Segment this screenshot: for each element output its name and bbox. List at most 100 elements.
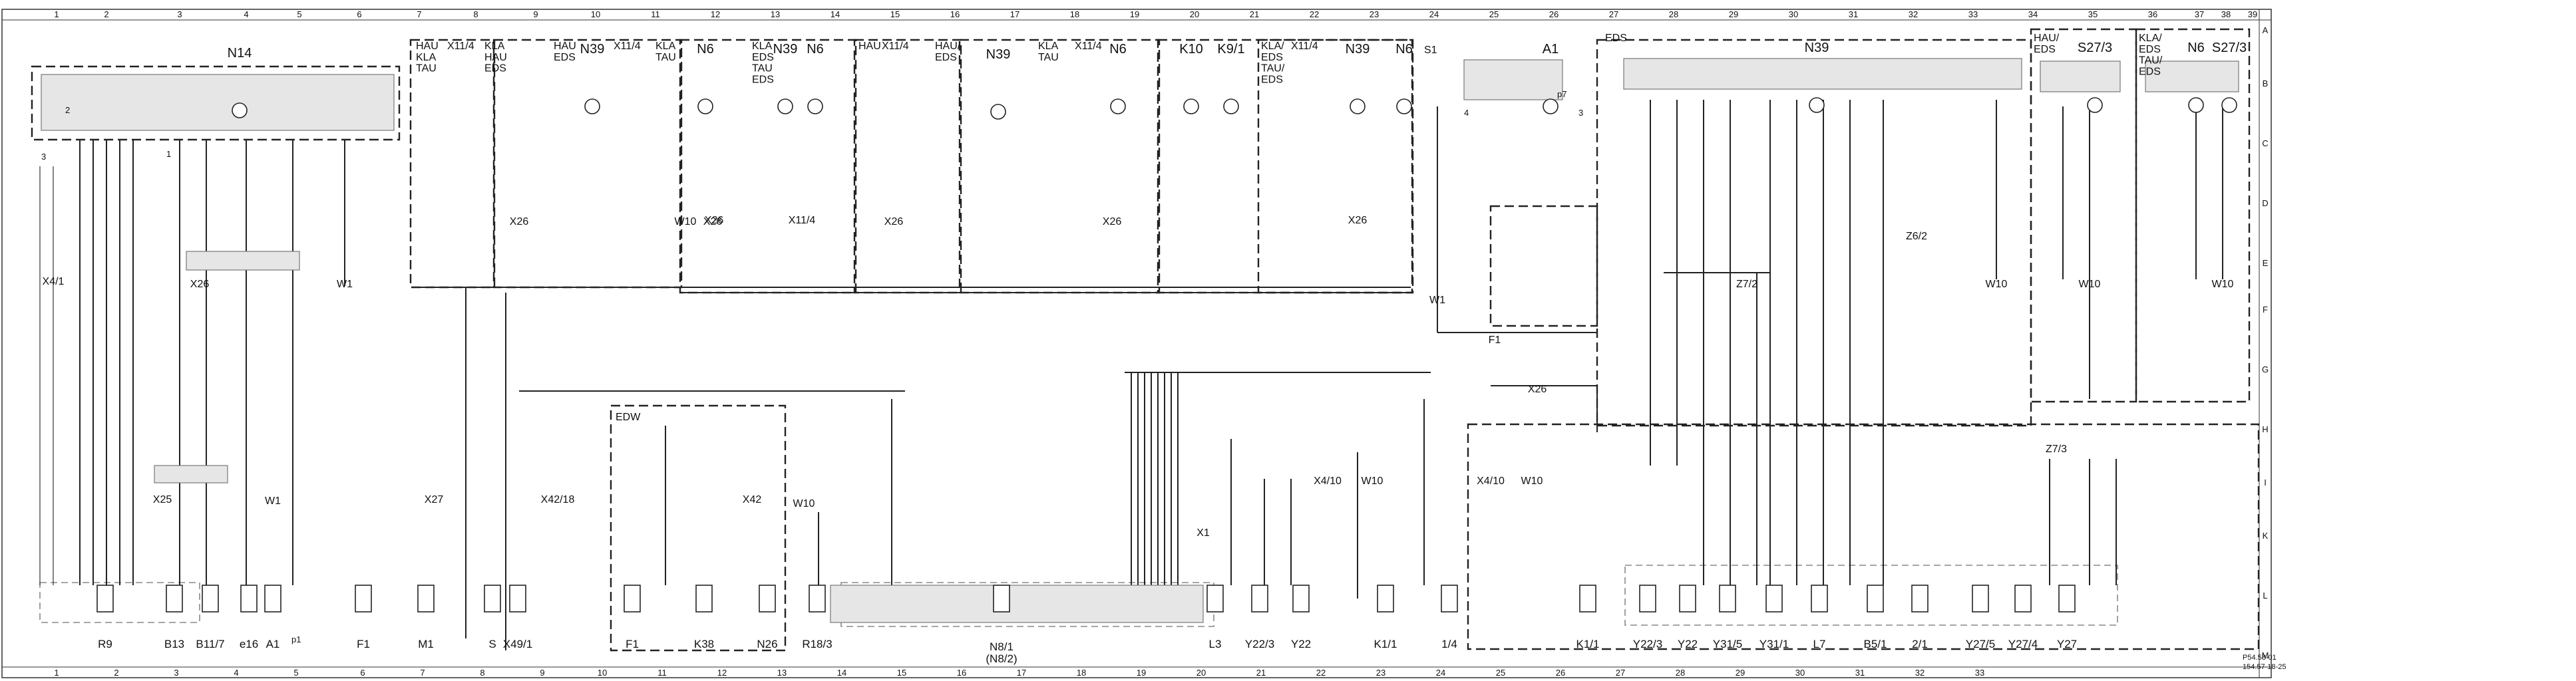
component-symbol-icon [1867,585,1884,613]
variant-tag-14: S1 [1424,45,1437,56]
grid-col-bottom-15: 15 [897,668,906,678]
component-label-0: R9 [98,638,112,650]
module-label-9: N39 [1346,42,1370,57]
grid-col-top-15: 15 [890,9,900,19]
grid-col-bottom-20: 20 [1196,668,1206,678]
module-label-1: N39 [580,42,605,57]
connector-label-2: W1 [337,279,353,290]
component-symbol-icon [1377,585,1394,613]
connector-label-24: X4/10 [1314,476,1342,487]
grid-col-bottom-17: 17 [1017,668,1026,678]
wiring [39,100,2223,650]
component-label-15: Y22/3 [1245,638,1274,650]
grid-col-top-30: 30 [1789,9,1798,19]
component-label-16: Y22 [1291,638,1311,650]
connector-label-26: X1 [1196,527,1210,539]
module-gauge-icon [697,98,713,114]
component-symbol-icon [1972,585,1989,613]
component-symbol-icon [166,585,183,613]
component-symbol-icon [1679,585,1696,613]
connector-label-14: Z6/2 [1906,231,1927,242]
module-gauge-icon [1110,98,1126,114]
grid-col-top-23: 23 [1370,9,1379,19]
component-symbol-icon [624,585,641,613]
connector-label-21: X42/18 [541,494,575,505]
module-gauge-icon [807,98,823,114]
module-label-4: N6 [807,42,824,57]
grid-col-bottom-1: 1 [54,668,59,678]
module-label-7: K10 [1179,42,1203,57]
grid-col-top-33: 33 [1968,9,1978,19]
component-symbol-icon [1911,585,1929,613]
component-symbol-icon [809,585,826,613]
variant-tag-9: HAU/EDS [935,41,961,63]
grid-col-top-11: 11 [651,9,660,19]
variant-tag-11: X11/4 [1075,41,1102,52]
module-bodies [41,58,2239,623]
grid-col-bottom-25: 25 [1496,668,1505,678]
module-gauge-icon [990,104,1006,120]
grid-col-bottom-28: 28 [1676,668,1685,678]
component-symbol-icon [96,585,114,613]
component-label-10: K38 [694,638,714,650]
grid-col-top-2: 2 [104,9,108,19]
component-symbol-icon [240,585,258,613]
connector-label-13: Z7/2 [1736,279,1757,290]
grid-col-top-7: 7 [417,9,421,19]
grid-col-top-36: 36 [2148,9,2157,19]
grid-col-bottom-4: 4 [234,668,238,678]
connector-label-0: X4/1 [43,276,65,287]
component-label-7: S [488,638,496,650]
grid-col-top-20: 20 [1190,9,1199,19]
module-label-10: N6 [1395,42,1413,57]
component-symbol-icon [509,585,526,613]
connector-label-12: X26 [1528,384,1547,395]
module-gauge-icon [777,98,793,114]
component-symbol-icon [1206,585,1224,613]
connector-label-3: X26 [510,216,529,227]
variant-tag-13: X11/4 [1291,41,1318,52]
grid-col-top-10: 10 [591,9,600,19]
component-label-12: R18/3 [802,638,832,650]
grid-col-bottom-19: 19 [1137,668,1146,678]
grid-col-bottom-11: 11 [657,668,667,678]
drawing-date: 154.57-18-25 [2243,663,2286,671]
grid-row-I: I [2264,477,2267,487]
connector-label-4: X26 [705,215,724,226]
component-label-20: Y22/3 [1633,638,1662,650]
component-symbol-icon [1441,585,1458,613]
grid-col-top-26: 26 [1549,9,1559,19]
grid-col-top-9: 9 [533,9,538,19]
grid-row-C: C [2262,138,2268,148]
module-label-6: N6 [1109,42,1127,57]
grid-row-F: F [2263,305,2268,315]
variant-tag-7: HAU [858,41,881,52]
connector-label-27: X4/10 [1477,476,1505,487]
grid-col-top-13: 13 [771,9,780,19]
component-symbol-icon [1639,585,1656,613]
grid-col-top-14: 14 [830,9,840,19]
grid-row-B: B [2263,78,2269,88]
component-symbol-icon [1811,585,1828,613]
grid-col-bottom-23: 23 [1376,668,1385,678]
grid-col-top-18: 18 [1070,9,1079,19]
pin-mark-5: 4 [1464,108,1469,118]
connector-label-8: X26 [884,216,904,227]
connector-label-5: X26 [703,216,723,227]
connector-label-25: W10 [1362,476,1383,487]
component-symbol-icon [1765,585,1783,613]
pin-mark-4: p7 [1557,89,1566,99]
module-gauge-icon [1396,98,1412,114]
grid-row-A: A [2263,25,2269,35]
grid-row-M: M [2262,650,2269,660]
component-label-11: N26 [757,638,777,650]
